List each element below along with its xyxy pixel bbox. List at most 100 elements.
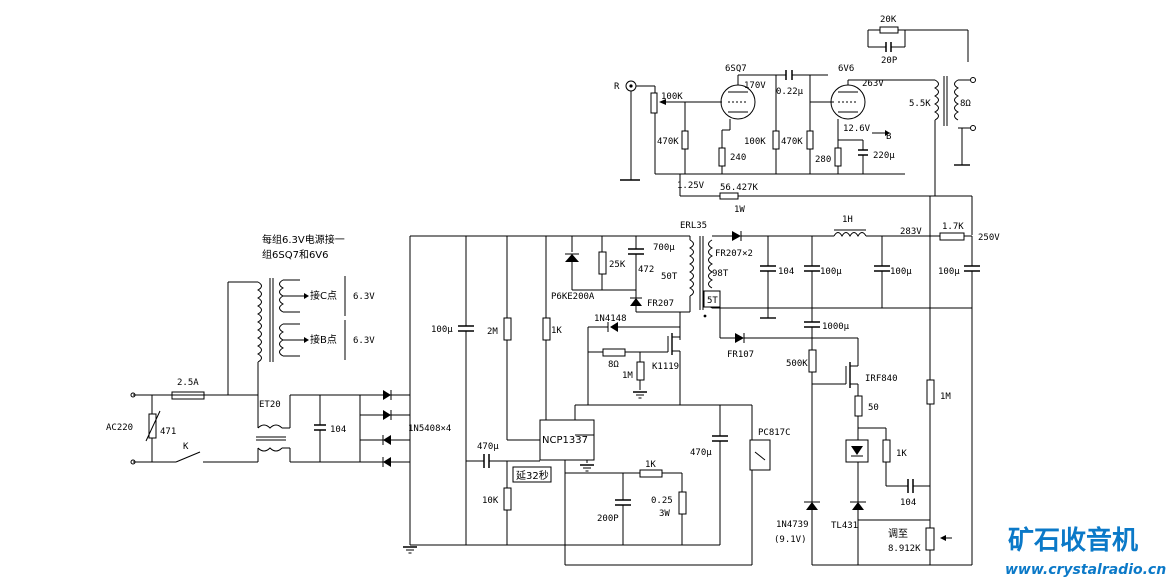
vol-pot-label: 100K [661,92,683,102]
sec98t-label: 98T [712,269,729,279]
v125-label: 1.25V [677,181,705,191]
sec-fr207-label: FR207×2 [715,249,753,259]
transformer-icon [933,76,960,126]
v283-label: 283V [900,227,922,237]
heater-label: 12.6V [843,124,871,134]
cap200p-label: 200P [597,514,619,524]
r1k-cs-label: 1K [645,460,656,470]
cap104-sec-label: 104 [778,267,794,277]
ic-label: NCP1337 [542,435,588,446]
ac-label: AC220 [106,423,133,433]
resistor-icon [808,349,817,373]
choke-label: ET20 [259,400,281,410]
cap472-label: 472 [638,265,654,275]
r1m-b-label: 1M [940,392,951,402]
resistor-icon [719,192,739,200]
sec5t-label: 5T [707,296,718,306]
xfmr-label: ERL35 [680,221,707,231]
switch-icon [175,451,201,463]
switch-label: K [183,442,189,452]
r50-label: 50 [868,403,879,413]
cap100u-c-label: 100μ [938,267,960,277]
v63b-label: 6.3V [353,336,375,346]
zener-label: 1N4739 [776,520,809,530]
r025-label: 0.25 [651,496,673,506]
cap100u-label: 100μ [431,325,453,335]
r240-label: 240 [730,153,746,163]
r1k-label: 1K [551,326,562,336]
resistor-icon [602,348,626,357]
r56k-watt-label: 1W [734,205,745,215]
watermark-url: www.crystalradio.cn [1005,562,1166,578]
mov-label: 471 [160,427,176,437]
resistor-icon [939,232,965,241]
note-line1: 每组6.3V电源接一 [262,233,345,246]
tube1-label: 6SQ7 [725,64,747,74]
cap220u-label: 220μ [873,151,895,161]
resistor-icon [806,130,814,150]
v263-label: 263V [862,79,884,89]
cap1000u-label: 1000μ [822,322,850,332]
cap100u-a-label: 100μ [820,267,842,277]
smps-primary-section: 100μ 2M 1K 470μ 10K 延32秒 NCP1337 [410,221,791,566]
fb20p-label: 20P [881,56,898,66]
opto-label: PC817C [758,428,791,438]
r56k-label: 56.427K [720,183,759,193]
resistor-icon [503,317,512,341]
cap470u-b-label: 470μ [690,448,712,458]
spk-label: 8Ω [960,99,971,109]
resistor-icon [542,317,551,341]
fr107-label: FR107 [727,350,754,360]
resistor-icon [772,130,780,150]
smps-secondary-section: FR207×2 104 100μ 1H 100μ 283V 1.7K 250V … [712,196,1000,566]
resistor-icon [854,395,863,417]
input-label: R [614,82,620,92]
note-line2: 组6SQ7和6V6 [262,248,329,261]
choke-icon [833,232,867,238]
resistor-icon [718,147,726,167]
resistor-icon [503,487,512,511]
choke1h-label: 1H [842,215,853,225]
r17k-label: 1.7K [942,222,964,232]
flyback-transformer-icon [688,239,694,297]
r8-label: 8Ω [608,360,619,370]
r10k-label: 10K [482,496,499,506]
trimmer-icon [925,527,935,551]
choke-icon [257,424,283,429]
bridge-label: 1N5408×4 [408,424,451,434]
ot-label: 5.5K [909,99,931,109]
resistor-icon [926,379,935,405]
resistor-icon [834,147,842,167]
v63a-label: 6.3V [353,292,375,302]
zener-v-label: (9.1V) [774,535,807,545]
d1n4148-label: 1N4148 [594,314,627,324]
delay-label: 延32秒 [516,469,549,482]
heater-b-label: B [886,132,891,142]
v170-label: 170V [744,81,766,91]
cap104-label: 104 [330,425,346,435]
fr207-label: FR207 [647,299,674,309]
resistor-icon [598,251,607,275]
tvs-icon [565,254,579,262]
cap100u-b-label: 100μ [890,267,912,277]
watermark-cn: 矿石收音机 [1008,525,1138,556]
r1k-b-label: 1K [896,449,907,459]
tube-amplifier-section: R 100K 470K 6SQ7 170V 240 [614,15,976,235]
ic-ncp1337 [539,419,595,461]
adj-label: 调至 [888,528,908,540]
fb20k-label: 20K [880,15,897,25]
r470k-in-label: 470K [657,137,679,147]
irf840-label: IRF840 [865,374,898,384]
tap-b-label: 接B点 [310,333,337,346]
pri-50t-label: 50T [661,272,678,282]
r470k-grid-label: 470K [781,137,803,147]
v250-label: 250V [978,233,1000,243]
pri-turns-label: 700μ [653,243,675,253]
adj-val-label: 8.912K [888,544,921,554]
tl431-icon [852,502,864,510]
r2m-label: 2M [487,327,498,337]
led-icon [851,446,863,455]
heater-transformer-icon [256,281,262,363]
volume-pot-icon [650,92,658,114]
